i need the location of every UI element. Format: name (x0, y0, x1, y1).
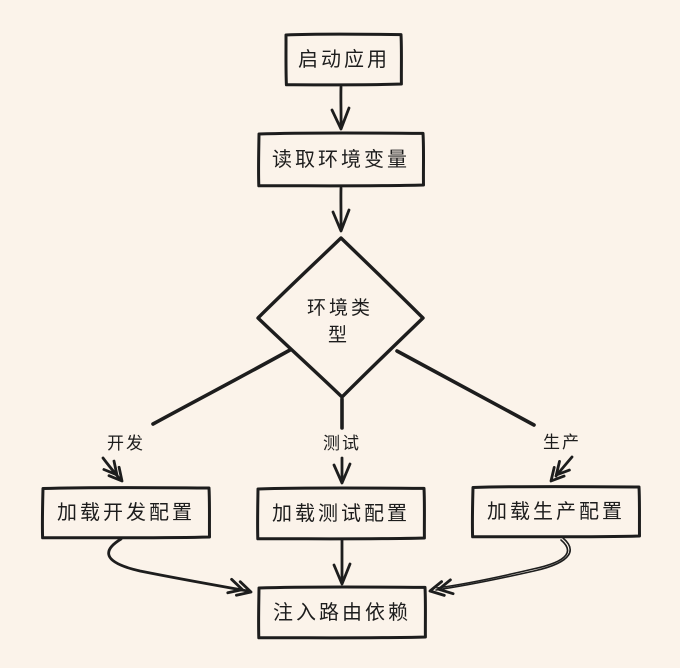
node-load-prod: 加载生产配置 (470, 485, 641, 539)
edge-env-type-to-load-prod: 生产 (395, 349, 581, 483)
arrow-read-env-to-env-type (331, 186, 351, 233)
arrow-start-to-read-env (330, 85, 351, 131)
load-prod-box (470, 485, 641, 539)
node-load-test: 加载测试配置 (256, 486, 426, 541)
inject-router-box (257, 585, 427, 640)
arrow-load-dev-to-inject (107, 537, 253, 597)
dev-branch-label: 开发 (107, 434, 145, 454)
arrow-load-test-to-inject (332, 538, 352, 586)
env-type-label-line1: 环境类 (307, 297, 373, 319)
read-env-label: 读取环境变量 (272, 147, 410, 171)
start-label: 启动应用 (298, 47, 390, 71)
node-inject-router: 注入路由依赖 (257, 585, 427, 640)
load-dev-box (40, 486, 211, 540)
load-test-box (256, 486, 426, 541)
node-env-type: 环境类 型 (256, 236, 425, 399)
prod-branch-label: 生产 (543, 433, 581, 453)
arrow-load-prod-to-inject (428, 537, 571, 597)
node-read-env: 读取环境变量 (257, 131, 426, 188)
read-env-box (257, 131, 426, 188)
edge-env-type-to-load-dev: 开发 (101, 348, 292, 483)
node-load-dev: 加载开发配置 (40, 486, 211, 540)
edge-env-type-to-load-test: 测试 (323, 397, 361, 485)
start-box (284, 32, 403, 87)
node-start: 启动应用 (284, 32, 403, 87)
load-prod-label: 加载生产配置 (487, 499, 625, 523)
env-type-label-line2: 型 (328, 324, 350, 346)
inject-router-label: 注入路由依赖 (273, 600, 411, 624)
test-branch-label: 测试 (323, 434, 361, 454)
load-test-label: 加载测试配置 (272, 501, 410, 525)
load-dev-label: 加载开发配置 (57, 500, 195, 524)
env-type-diamond (256, 236, 425, 399)
